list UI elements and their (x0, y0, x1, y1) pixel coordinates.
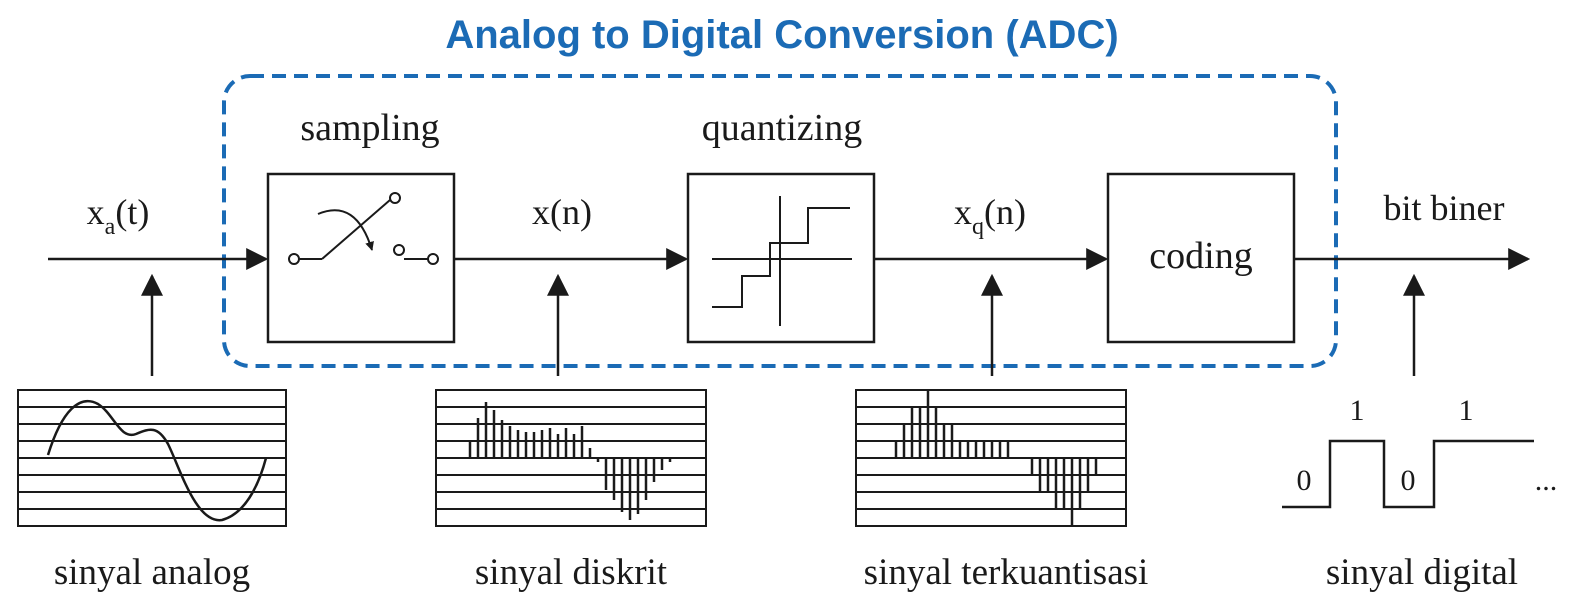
sampled-signal-label: x(n) (532, 192, 592, 232)
coding-label: coding (1149, 235, 1252, 277)
quantized-signal-label: xq(n) (954, 192, 1026, 240)
quantizing-label: quantizing (702, 107, 862, 149)
digital-bit-0: 0 (1297, 464, 1312, 497)
input-signal-label: xa(t) (87, 192, 150, 240)
digital-bit-1: 1 (1350, 394, 1365, 427)
analog-signal-plot (17, 389, 287, 527)
sampling-label: sampling (300, 107, 439, 149)
digital-waveform (1282, 439, 1534, 509)
adc-boundary (222, 74, 1338, 368)
caption-quantized: sinyal terkuantisasi (864, 552, 1149, 593)
digital-bit-2: 0 (1401, 464, 1416, 497)
digital-bit-3: 1 (1459, 394, 1474, 427)
output-signal-label: bit biner (1384, 188, 1505, 228)
caption-discrete: sinyal diskrit (475, 552, 668, 593)
quantized-signal-plot (855, 389, 1127, 527)
discrete-signal-plot (435, 389, 707, 527)
staircase-icon (712, 196, 852, 326)
digital-signal-plot: 0 1 0 1 ... (1282, 394, 1558, 509)
coding-block (1106, 172, 1296, 344)
digital-ellipsis: ... (1535, 464, 1558, 497)
caption-analog: sinyal analog (54, 552, 250, 593)
switch-icon (288, 192, 439, 265)
diagram-title: Analog to Digital Conversion (ADC) (445, 13, 1118, 57)
caption-digital: sinyal digital (1326, 552, 1518, 593)
analog-waveform (46, 399, 268, 522)
